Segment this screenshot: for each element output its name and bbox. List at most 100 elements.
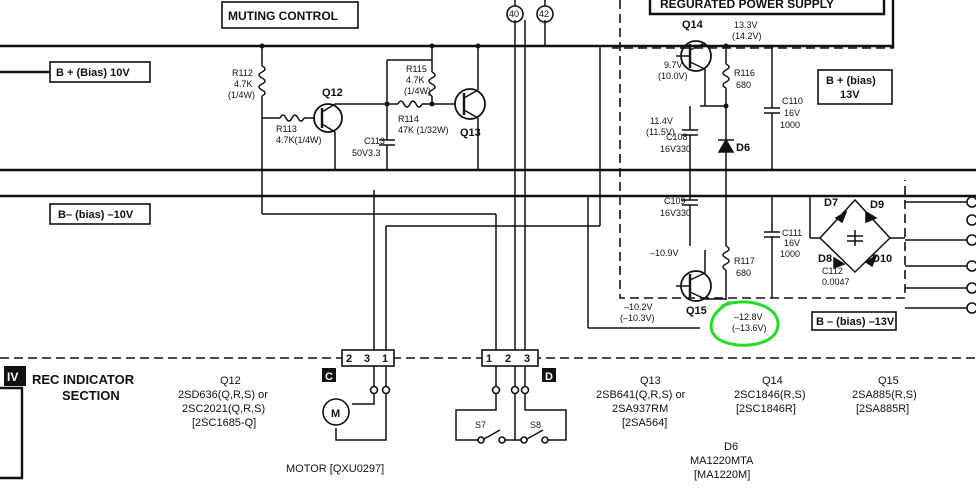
parts-q13: Q13 2SB641(Q,R,S) or 2SA937RM [2SA564]	[596, 375, 686, 429]
d10-label: D10	[872, 253, 892, 265]
r116-resistor: R116 680	[722, 43, 755, 130]
r113-resistor: R113 4.7K(1/​4W)	[262, 114, 322, 145]
bplus13-label-2: 13V	[840, 89, 860, 101]
muting-control-label: MUTING CONTROL	[228, 9, 338, 23]
pin-42-label: 42	[539, 9, 549, 19]
switch-s7: S7	[475, 420, 506, 444]
d6-zener-diode: D6	[717, 130, 750, 170]
r115-name: R115	[406, 64, 427, 74]
d9-label: D9	[870, 199, 884, 211]
c110-value: 1000	[780, 120, 800, 130]
right-terminals	[905, 196, 976, 314]
parts-q12: Q12 2SD636(Q,R,S) or 2SC2021(Q,R,S) [2SC…	[178, 375, 268, 429]
q15-right-voltage: –12.8V	[734, 312, 763, 322]
q15-left-voltage: –10.2V	[624, 302, 653, 312]
c109-capacitor: C109 16V330	[660, 170, 698, 246]
d6-part-line-3: [MA1220M]	[694, 469, 750, 481]
q14-part-line-2: 2SC1846(R,S)	[734, 389, 806, 401]
q12-part-line-1: Q12	[220, 375, 241, 387]
r114-name: R114	[398, 114, 419, 124]
section-title-1: REC INDICATOR	[32, 372, 135, 387]
c109-name: C109	[664, 196, 686, 206]
bminus13-label: B – (bias) –13V	[816, 316, 895, 328]
d8-label: D8	[818, 253, 832, 265]
connector-d-pin-3: 3	[524, 353, 530, 365]
q12-transistor: Q12	[313, 87, 350, 170]
power-supply-header: REGURATED POWER SUPPLY	[648, 0, 886, 16]
c108-value: 16V330	[660, 144, 691, 154]
q14-top-voltage: 13.3V	[734, 20, 758, 30]
connector-c: 2 3 1 C	[322, 349, 395, 441]
q14-base-voltage-alt: (10.0V)	[658, 71, 688, 81]
bridge-rectifier: D7 D9 D8 D10 C112 0.0047	[809, 196, 905, 287]
bminus13-label-box: B – (bias) –13V	[811, 311, 897, 331]
pin-42: 42	[536, 0, 554, 23]
connector-d: 1 2 3 D	[455, 349, 567, 441]
c108-capacitor: C108 16V330	[660, 106, 698, 170]
c112-name: C112	[822, 266, 843, 276]
q14-part-line-3: [2SC1846R]	[736, 403, 796, 415]
q15-left-voltage-alt: (–10.3V)	[620, 313, 655, 323]
c111-value: 1000	[780, 249, 800, 259]
r117-resistor: R117 680	[722, 245, 755, 300]
c109-value: 16V330	[660, 208, 691, 218]
parts-q15: Q15 2SA885(R,S) [2SA885R]	[852, 375, 917, 415]
section-title-2: SECTION	[62, 388, 120, 403]
q13-transistor: Q13	[454, 43, 486, 170]
highlight-circle	[709, 300, 780, 347]
s8-label: S8	[530, 420, 541, 430]
r112-value: 4.7K	[234, 79, 253, 89]
c113-name: C113	[364, 136, 385, 146]
q13-part-line-2: 2SB641(Q,R,S) or	[596, 389, 686, 401]
c110-capacitor: C110 16V 1000	[764, 46, 803, 170]
r115-value: 4.7K	[406, 75, 425, 85]
q14-label: Q14	[682, 19, 704, 31]
r112-name: R112	[232, 68, 253, 78]
c113-value: 50V3.3	[352, 148, 381, 158]
motor-symbol: M	[331, 408, 340, 420]
r114-value: 47K (1/32W)	[398, 125, 449, 135]
q13-label: Q13	[460, 127, 481, 139]
r115-power: (1/4W)	[404, 86, 431, 96]
switch-s8: S8	[515, 420, 549, 444]
section-badge: IV	[7, 370, 18, 384]
connector-c-pin-2: 3	[364, 353, 370, 365]
r112-power: (1/​4W)	[228, 90, 255, 100]
bplus-label-box: B + (Bias) 10V	[49, 61, 151, 83]
q15-part-line-3: [2SA885R]	[856, 403, 909, 415]
rec-indicator-section: IV REC INDICATOR SECTION	[0, 366, 135, 480]
c110-name: C110	[782, 96, 803, 106]
q14-top-voltage-alt: (14.2V)	[732, 31, 762, 41]
q13-part-line-3: 2SA937RM	[612, 403, 668, 415]
power-supply-label: REGURATED POWER SUPPLY	[660, 0, 834, 11]
r117-value: 680	[736, 268, 751, 278]
r113-name: R113	[276, 124, 297, 134]
c108-voltage: 11.4V	[650, 116, 673, 126]
r113-value: 4.7K(1/​4W)	[276, 135, 322, 145]
d6-part-line-1: D6	[724, 441, 738, 453]
q14-part-line-1: Q14	[762, 375, 783, 387]
bminus-label-box: B– (bias) –10V	[49, 203, 151, 225]
q12-part-line-4: [2SC1685-Q]	[192, 417, 256, 429]
q15-transistor: Q15	[676, 250, 726, 317]
pin-40-label: 40	[509, 9, 519, 19]
q12-label: Q12	[322, 87, 343, 99]
c108-name: C108	[666, 132, 688, 142]
q15-base-voltage: –10.9V	[650, 248, 679, 258]
q13-part-line-4: [2SA564]	[622, 417, 667, 429]
motor: M MOTOR [QXU0297]	[286, 398, 384, 475]
r116-value: 680	[736, 80, 751, 90]
connector-d-pin-2: 2	[505, 353, 511, 365]
c111-capacitor: C111 16V 1000	[764, 196, 802, 298]
parts-d6: D6 MA1220MTA [MA1220M]	[690, 441, 754, 481]
d7-label: D7	[824, 197, 838, 209]
connector-d-pin-1: 1	[486, 353, 492, 365]
q12-part-line-3: 2SC2021(Q,R,S)	[182, 403, 265, 415]
q15-part-line-1: Q15	[878, 375, 899, 387]
d6-label: D6	[736, 142, 750, 154]
c111-voltage: 16V	[784, 238, 800, 248]
connector-d-label: D	[545, 371, 553, 383]
parts-q14: Q14 2SC1846(R,S) [2SC1846R]	[734, 375, 806, 415]
r117-name: R117	[734, 256, 755, 266]
